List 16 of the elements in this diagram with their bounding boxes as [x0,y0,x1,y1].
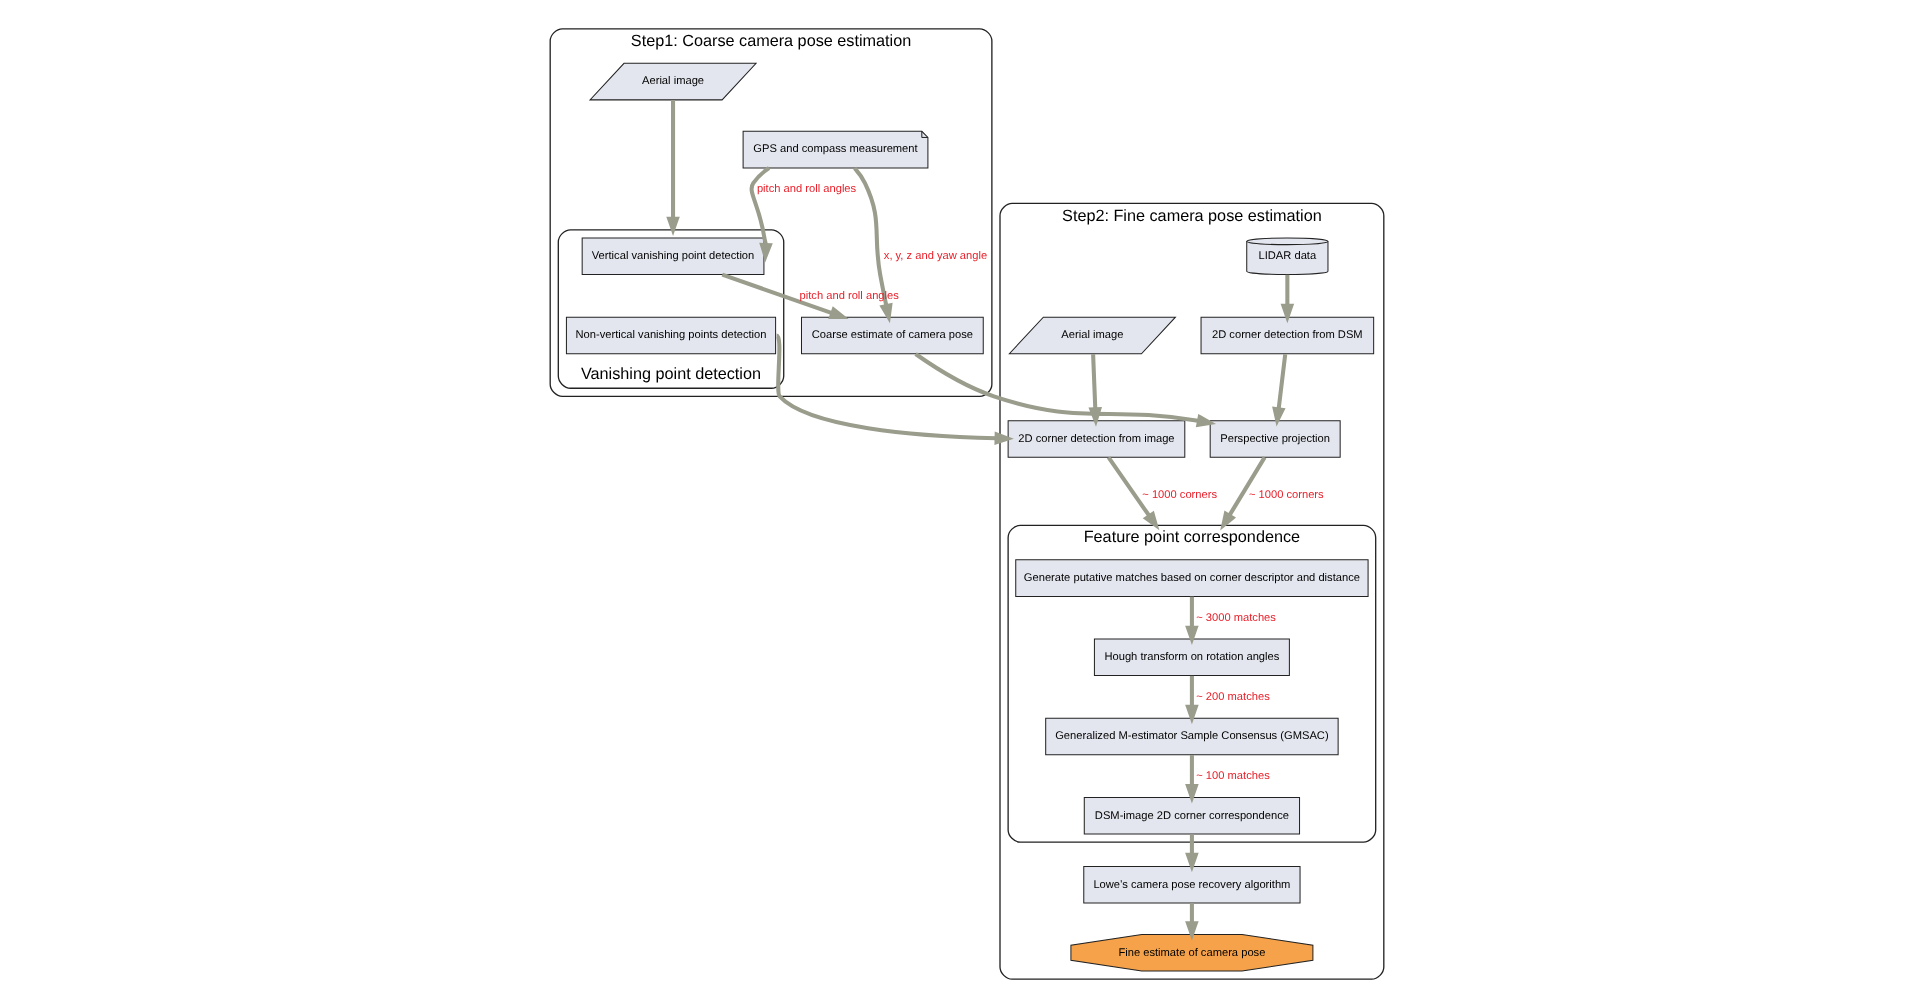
arrow [1184,675,1198,725]
arrow [774,334,1013,446]
arrow [1184,903,1198,941]
arrow [852,166,892,324]
arrow [1184,755,1198,804]
arrow [1184,834,1198,873]
arrow [1105,456,1159,531]
arrow [720,272,848,320]
arrow [1271,353,1287,427]
arrow [1279,274,1294,324]
arrow [1184,596,1198,645]
arrow [665,100,679,236]
arrow [1087,354,1101,427]
arrow [913,352,1216,428]
arrow [748,166,772,263]
arrow [1219,456,1266,531]
